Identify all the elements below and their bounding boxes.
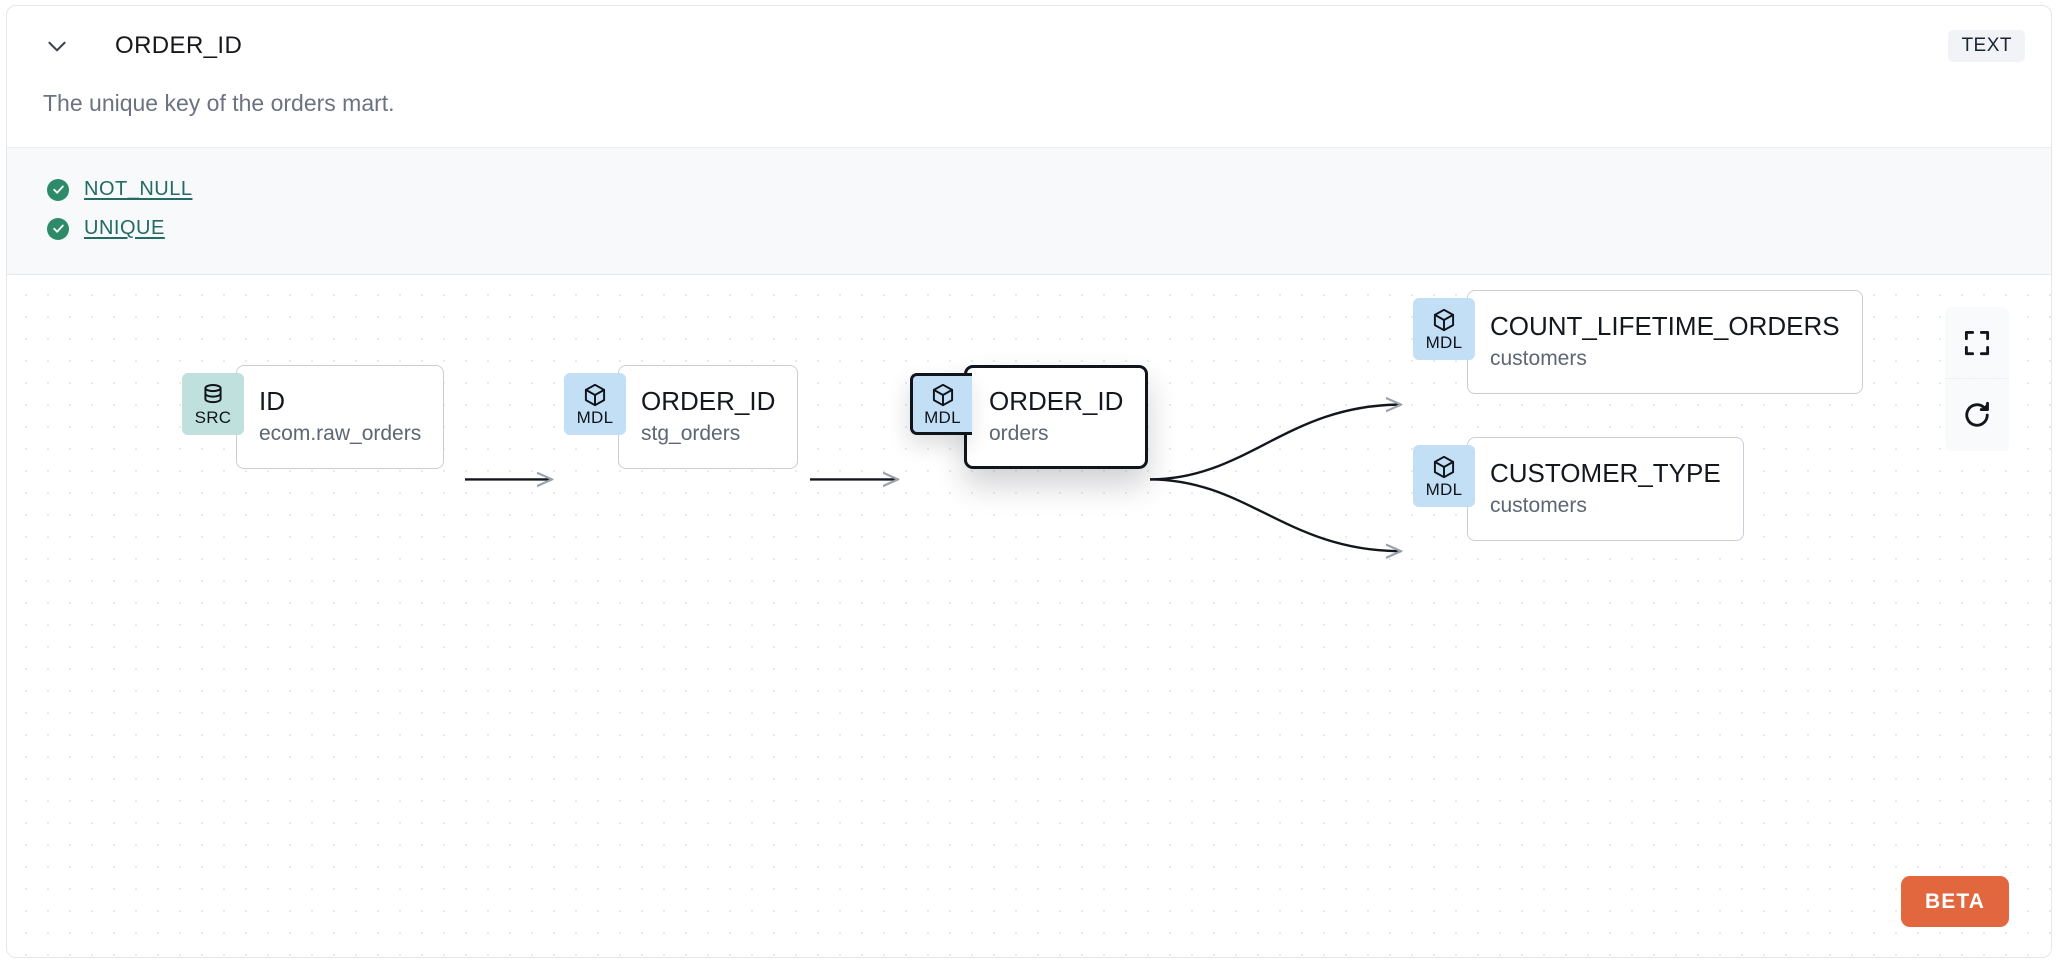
node-body: ORDER_ID orders [964, 365, 1149, 470]
node-source-name: orders [989, 422, 1049, 446]
graph-controls [1945, 307, 2009, 452]
column-type-badge: TEXT [1948, 30, 2025, 62]
node-kind-badge: MDL [564, 373, 626, 436]
test-item-unique[interactable]: UNIQUE [7, 209, 2051, 248]
node-kind-label: MDL [576, 408, 614, 428]
node-kind-badge: MDL [1413, 298, 1475, 361]
node-column-name: ID [259, 385, 285, 416]
lineage-node-customer-type[interactable]: MDL CUSTOMER_TYPE customers [1413, 437, 1744, 542]
detail-card: ORDER_ID TEXT The unique key of the orde… [6, 5, 2052, 958]
node-column-name: ORDER_ID [641, 385, 776, 416]
node-body: ID ecom.raw_orders [236, 365, 445, 470]
lineage-graph[interactable]: SRC ID ecom.raw_orders MDL [7, 275, 2051, 957]
check-circle-icon [47, 217, 69, 240]
node-source-name: stg_orders [641, 422, 741, 446]
lineage-edges [465, 275, 2051, 957]
beta-badge[interactable]: BETA [1900, 876, 2009, 927]
node-source-name: customers [1490, 347, 1587, 371]
node-kind-badge: SRC [182, 373, 244, 436]
lineage-node-src-id[interactable]: SRC ID ecom.raw_orders [182, 365, 445, 470]
test-link-not-null[interactable]: NOT_NULL [84, 178, 193, 201]
test-link-unique[interactable]: UNIQUE [84, 217, 165, 240]
node-kind-badge: MDL [1413, 445, 1475, 508]
node-column-name: ORDER_ID [989, 385, 1124, 416]
node-kind-label: MDL [1425, 333, 1463, 353]
database-icon [204, 384, 222, 404]
panel-header: ORDER_ID TEXT [7, 6, 2051, 94]
edge-orders-to-customer-type [1149, 478, 1401, 551]
cube-icon [1433, 308, 1455, 332]
page-title: ORDER_ID [115, 32, 243, 59]
chevron-down-icon[interactable] [43, 32, 71, 60]
cube-icon [584, 383, 606, 407]
lineage-node-stg-orders[interactable]: MDL ORDER_ID stg_orders [564, 365, 799, 470]
node-kind-label: MDL [1425, 480, 1463, 500]
refresh-icon[interactable] [1945, 379, 2009, 451]
node-body: ORDER_ID stg_orders [618, 365, 799, 470]
edge-orders-to-count-lifetime-orders [1149, 405, 1401, 481]
node-column-name: CUSTOMER_TYPE [1490, 457, 1721, 488]
test-item-not-null[interactable]: NOT_NULL [7, 170, 2051, 209]
node-kind-label: MDL [924, 408, 961, 428]
lineage-node-orders-selected[interactable]: MDL ORDER_ID orders [910, 365, 1149, 470]
check-circle-icon [47, 178, 69, 201]
node-column-name: COUNT_LIFETIME_ORDERS [1490, 310, 1840, 341]
node-source-name: ecom.raw_orders [259, 422, 422, 446]
cube-icon [932, 383, 953, 407]
column-description: The unique key of the orders mart. [43, 90, 395, 116]
lineage-node-count-lifetime-orders[interactable]: MDL COUNT_LIFETIME_ORDERS customers [1413, 290, 1863, 395]
cube-icon [1433, 455, 1455, 479]
node-body: CUSTOMER_TYPE customers [1467, 437, 1744, 542]
node-kind-label: SRC [194, 408, 232, 428]
fit-view-icon[interactable] [1945, 307, 2009, 380]
node-kind-badge: MDL [910, 373, 972, 436]
node-source-name: customers [1490, 494, 1587, 518]
header-row: ORDER_ID [43, 32, 242, 60]
tests-section: NOT_NULL UNIQUE [7, 147, 2051, 276]
node-body: COUNT_LIFETIME_ORDERS customers [1467, 290, 1863, 395]
